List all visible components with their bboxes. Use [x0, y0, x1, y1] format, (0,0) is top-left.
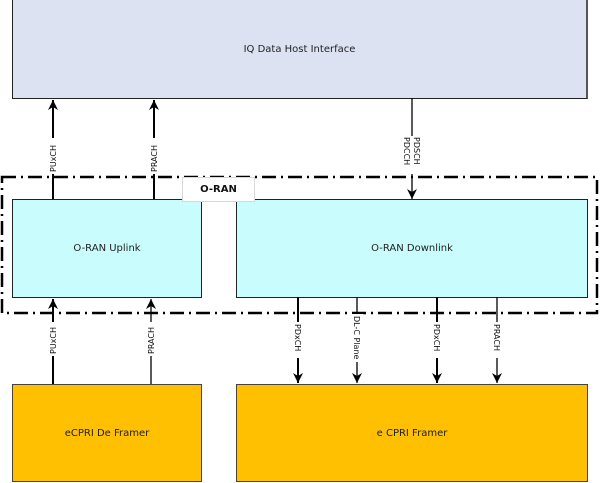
oran-downlink-label: O-RAN Downlink: [371, 243, 453, 254]
signal-label: PDxCH: [293, 324, 302, 351]
signal-label: PRACH: [150, 145, 159, 172]
arrow-deframer-to-ul-2: PRACH: [145, 299, 157, 384]
iq-data-host-interface-block: IQ Data Host Interface: [12, 0, 588, 99]
ecpri-deframer-label: eCPRI De Framer: [64, 427, 150, 439]
oran-group-label: O-RAN: [182, 177, 255, 202]
signal-label: PUxCH: [49, 145, 58, 172]
signal-label: PRACH: [492, 324, 501, 351]
signal-label: PDxCH: [432, 324, 441, 351]
arrow-deframer-to-ul-1: PUxCH: [47, 299, 59, 384]
signal-label: PDCCH: [402, 137, 411, 165]
arrow-host-to-dl: PDSCH PDCCH: [400, 98, 424, 199]
arrow-dl-to-framer-4: PRACH: [491, 297, 503, 383]
oran-dash-dot-boundary: [0, 175, 599, 315]
oran-group-label-text: O-RAN: [200, 184, 237, 195]
signal-label: DL-C Plane: [352, 316, 361, 360]
signal-label: PDSCH: [412, 137, 421, 165]
arrow-ul-to-host-1: PUxCH: [47, 100, 59, 199]
host-interface-label: IQ Data Host Interface: [243, 43, 356, 55]
arrow-ul-to-host-2: PRACH: [148, 100, 160, 199]
oran-uplink-block: O-RAN Uplink: [12, 199, 202, 298]
signal-label: PRACH: [147, 327, 156, 354]
ecpri-framer-label: e CPRI Framer: [376, 427, 448, 439]
ecpri-deframer-block: eCPRI De Framer: [12, 384, 202, 482]
arrow-dl-to-framer-3: PDxCH: [431, 297, 443, 383]
arrow-dl-to-framer-1: PDxCH: [292, 297, 304, 383]
ecpri-framer-block: e CPRI Framer: [236, 384, 588, 482]
signal-label: PUxCH: [49, 327, 58, 354]
oran-downlink-block: O-RAN Downlink: [236, 199, 588, 298]
arrow-dl-to-framer-2: DL-C Plane: [351, 297, 363, 383]
oran-uplink-label: O-RAN Uplink: [73, 243, 141, 254]
